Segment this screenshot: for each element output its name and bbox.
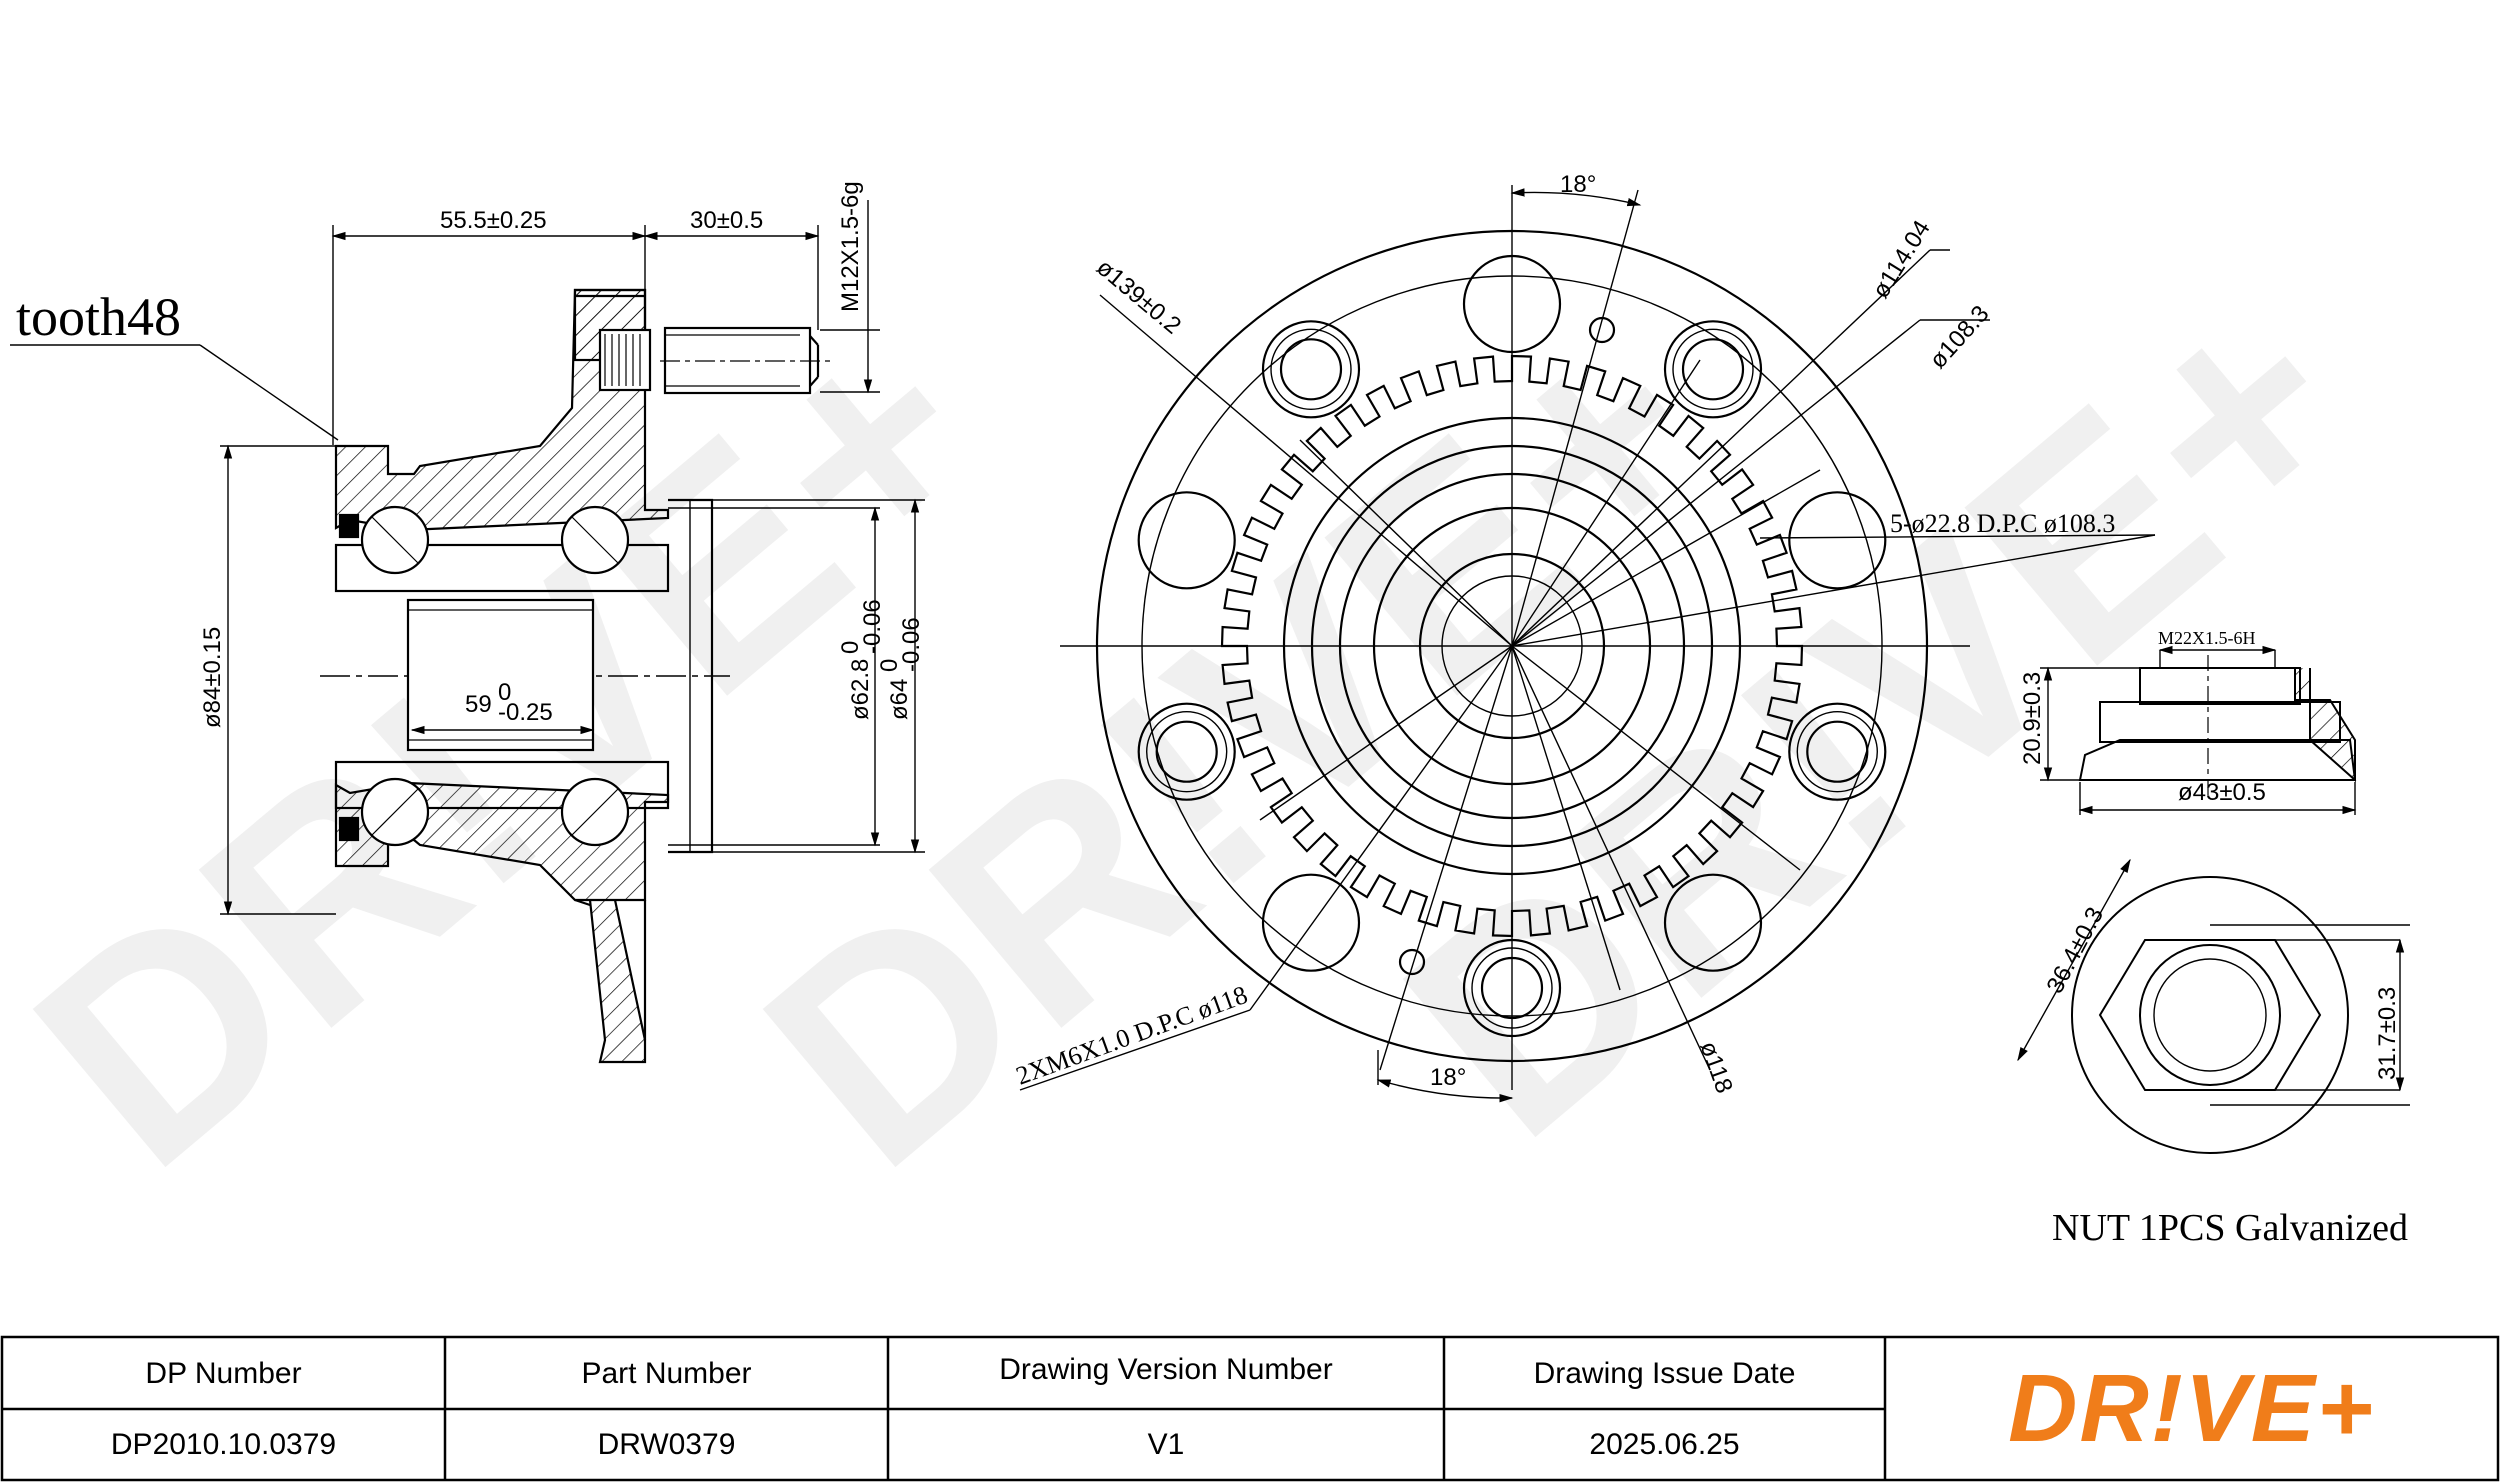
nut-thread: M22X1.5-6H xyxy=(2158,628,2256,648)
flange-hole xyxy=(1261,320,1361,419)
stud-boss xyxy=(1796,711,1879,793)
len-59-tol-up: 0 xyxy=(498,679,511,706)
dia-108-3: ø108.3 xyxy=(1924,300,1994,374)
dia-64: ø64 xyxy=(886,679,913,720)
dia-64-tol-down: -0.06 xyxy=(898,617,925,672)
dim-30: 30±0.5 xyxy=(690,207,763,234)
tone-ring-path xyxy=(1220,354,1804,938)
stud-hole xyxy=(1681,338,1745,401)
stud-boss xyxy=(1471,947,1553,1029)
stud-hole xyxy=(1480,956,1544,1020)
hub-front-view xyxy=(1019,185,2156,1103)
nut-dia-43: ø43±0.5 xyxy=(2178,779,2266,806)
header-drawing-version: Drawing Version Number xyxy=(999,1353,1333,1386)
flange-holes xyxy=(1137,254,1887,1038)
dia-62-8-tol-up: 0 xyxy=(837,641,864,654)
stud-boss xyxy=(1672,328,1754,410)
flange-hole xyxy=(1788,702,1887,801)
dia-62-8-tol-down: -0.06 xyxy=(859,599,886,654)
title-block: DP Number Part Number Drawing Version Nu… xyxy=(0,1335,2500,1482)
value-drawing-version: V1 xyxy=(1147,1427,1185,1461)
flange-hole xyxy=(1137,702,1236,801)
drive-logo: DR!VE+ xyxy=(2008,1354,2375,1462)
flange-hole xyxy=(1462,254,1562,354)
nut-across-flats: 31.7±0.3 xyxy=(2374,987,2401,1080)
thread-m12: M12X1.5-6g xyxy=(837,181,864,312)
tone-ring-teeth xyxy=(1220,354,1804,938)
stud-hole xyxy=(1279,338,1343,401)
value-part-number: DRW0379 xyxy=(597,1427,736,1461)
stud-hole xyxy=(1806,720,1869,783)
dia-114-04: ø114.04 xyxy=(1867,216,1936,303)
value-dp-number: DP2010.10.0379 xyxy=(110,1427,337,1461)
header-issue-date: Drawing Issue Date xyxy=(1533,1357,1796,1390)
title-block-grid xyxy=(0,1335,2500,1482)
dia-139: ø139±0.2 xyxy=(1091,254,1186,340)
len-59: 59 xyxy=(465,691,492,718)
angle-top: 18° xyxy=(1560,171,1596,198)
value-issue-date: 2025.06.25 xyxy=(1589,1427,1740,1461)
nut-front-view xyxy=(2017,858,2410,1154)
flange-hole xyxy=(1261,873,1361,972)
dia-84: ø84±0.15 xyxy=(199,627,226,728)
flange-hole xyxy=(1462,938,1562,1038)
flange-hole xyxy=(1788,491,1887,590)
header-part-number: Part Number xyxy=(581,1357,752,1390)
nut-note: NUT 1PCS Galvanized xyxy=(2052,1207,2408,1249)
dia-64-tol-up: 0 xyxy=(876,659,903,672)
dim-55-5: 55.5±0.25 xyxy=(440,207,547,234)
hub-side-view xyxy=(10,200,925,1064)
nut-side-view xyxy=(2040,645,2357,815)
stud-boss xyxy=(1145,711,1228,793)
angle-bottom: 18° xyxy=(1430,1064,1466,1091)
stud-hole xyxy=(1155,720,1218,783)
tooth-label: tooth48 xyxy=(16,287,181,347)
dia-62-8: ø62.8 xyxy=(847,659,874,720)
header-dp-number: DP Number xyxy=(145,1357,302,1390)
stud-holes xyxy=(1145,328,1879,1029)
len-59-tol-down: -0.25 xyxy=(498,699,553,726)
flange-hole xyxy=(1137,491,1236,590)
stud-boss xyxy=(1270,328,1352,410)
nut-height: 20.9±0.3 xyxy=(2019,672,2046,765)
flange-hole xyxy=(1663,873,1763,972)
holes-label: 5-ø22.8 D.P.C ø108.3 xyxy=(1890,509,2115,538)
flange-hole xyxy=(1663,320,1763,419)
